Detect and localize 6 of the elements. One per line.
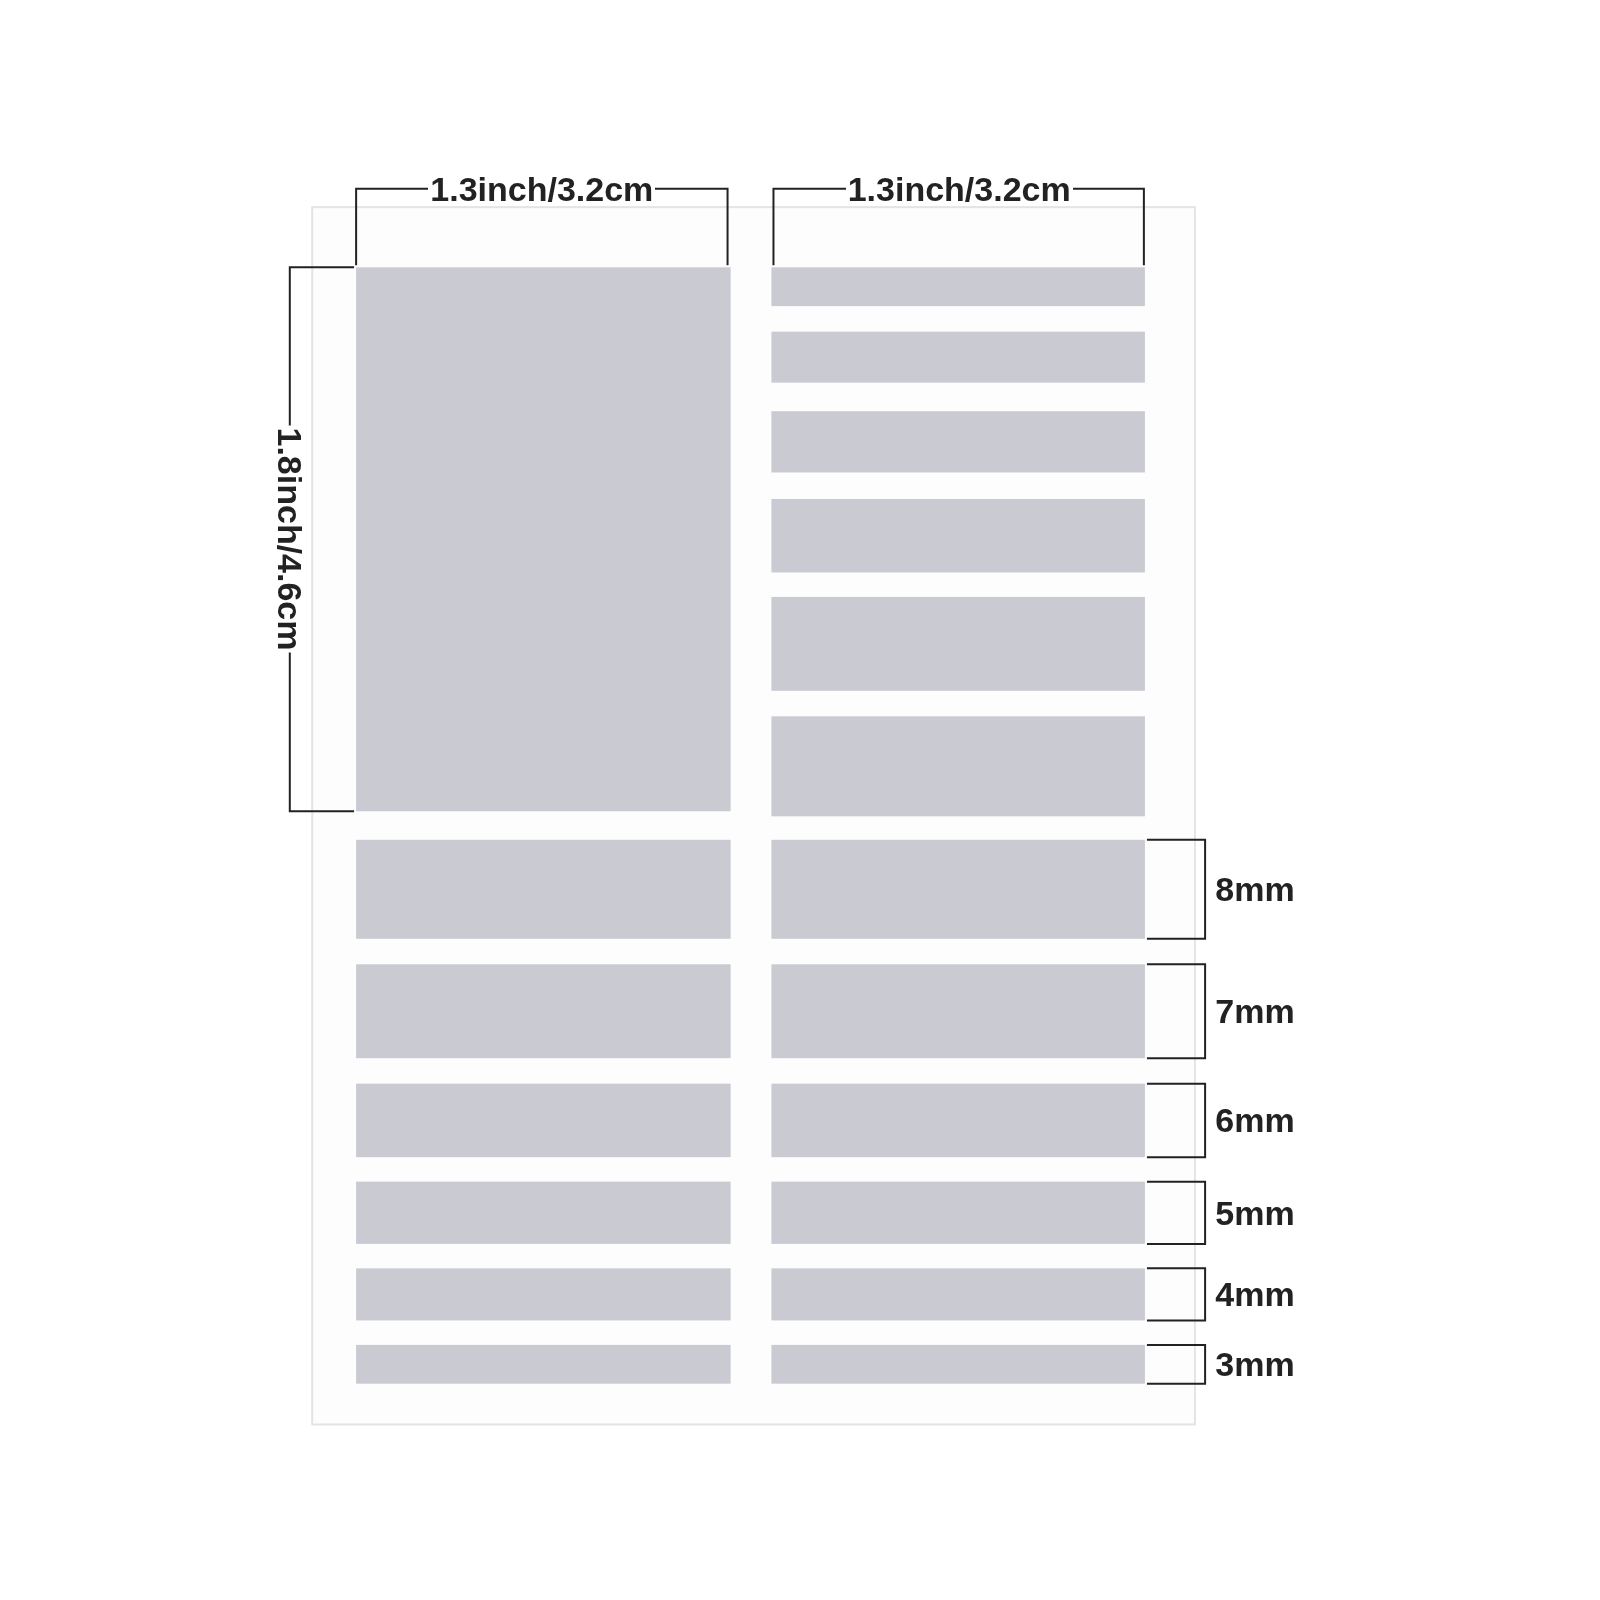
dimension-label: 5mm [1214, 1195, 1296, 1230]
dimension-label: 8mm [1214, 872, 1296, 907]
dimension-label: 4mm [1214, 1277, 1296, 1312]
dimension-label: 3mm [1214, 1347, 1296, 1382]
dimension-label: 6mm [1214, 1103, 1296, 1138]
dimension-label: 7mm [1214, 994, 1296, 1029]
